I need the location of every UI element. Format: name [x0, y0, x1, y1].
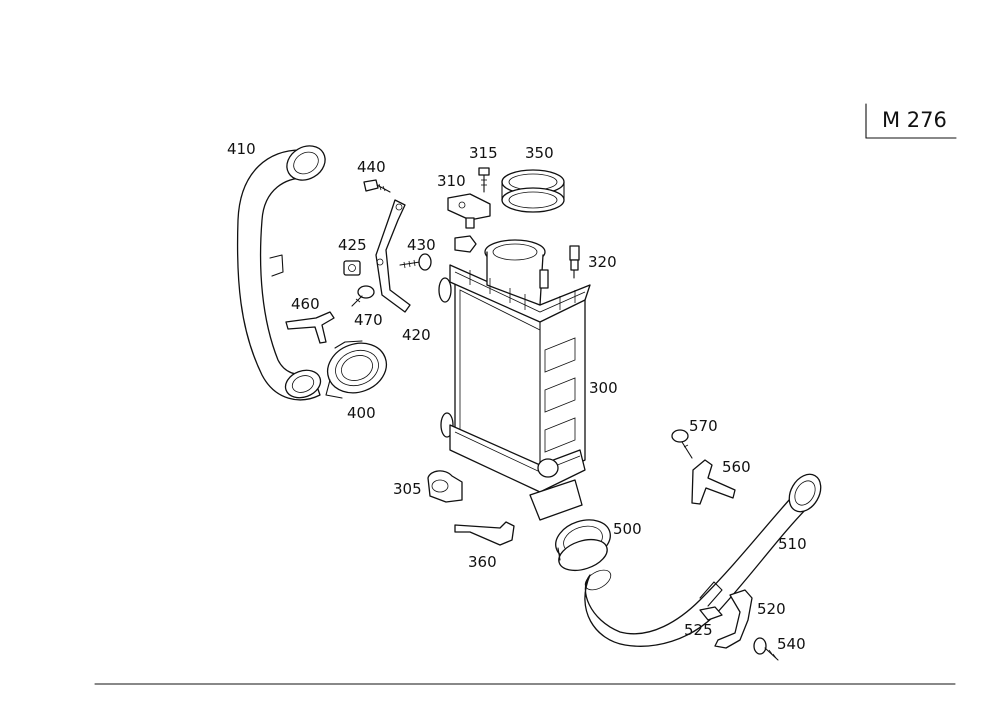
label-400: 400	[347, 404, 376, 422]
label-300: 300	[589, 379, 618, 397]
part-520-bracket[interactable]	[714, 589, 753, 649]
part-305-bracket[interactable]	[427, 470, 463, 503]
part-425-nut[interactable]	[343, 260, 361, 276]
part-510-charge-air-hose[interactable]	[582, 469, 827, 647]
label-570: 570	[689, 417, 718, 435]
part-560-bracket[interactable]	[691, 459, 736, 505]
part-500-hose-clamp[interactable]	[550, 513, 615, 576]
label-305: 305	[393, 480, 422, 498]
part-labels: 410 440 315 350 310 425 430 320 460 470 …	[227, 140, 807, 653]
part-470-bolt[interactable]	[351, 285, 375, 307]
label-320: 320	[588, 253, 617, 271]
part-420-bracket[interactable]	[375, 199, 411, 313]
label-350: 350	[525, 144, 554, 162]
label-425: 425	[338, 236, 367, 254]
part-300-sensor-mount[interactable]	[454, 235, 477, 253]
part-440-bolt[interactable]	[363, 179, 391, 193]
part-410-charge-air-hose[interactable]	[236, 139, 332, 402]
label-360: 360	[468, 553, 497, 571]
part-300-charge-air-cooler[interactable]	[438, 239, 591, 521]
label-410: 410	[227, 140, 256, 158]
label-500: 500	[613, 520, 642, 538]
part-460-bracket[interactable]	[285, 311, 335, 344]
label-420: 420	[402, 326, 431, 344]
part-315-screw[interactable]	[478, 167, 490, 193]
part-570-bolt[interactable]	[671, 429, 693, 459]
part-540-bolt[interactable]	[753, 637, 779, 661]
label-525: 525	[684, 621, 713, 639]
part-430-screw[interactable]	[399, 253, 432, 271]
label-510: 510	[778, 535, 807, 553]
part-360-bracket[interactable]	[454, 521, 515, 546]
label-540: 540	[777, 635, 806, 653]
label-470: 470	[354, 311, 383, 329]
label-310: 310	[437, 172, 466, 190]
label-560: 560	[722, 458, 751, 476]
part-310-pressure-sensor[interactable]	[447, 193, 491, 229]
model-code: M 276	[882, 108, 947, 132]
part-525-nut[interactable]	[699, 606, 723, 621]
label-460: 460	[291, 295, 320, 313]
part-320-temperature-sensor[interactable]	[569, 245, 580, 279]
part-350-sealing-ring[interactable]	[501, 169, 565, 213]
model-code-box: M 276	[865, 103, 957, 139]
part-400-hose-clamp[interactable]	[321, 335, 394, 401]
label-315: 315	[469, 144, 498, 162]
label-430: 430	[407, 236, 436, 254]
label-440: 440	[357, 158, 386, 176]
label-520: 520	[757, 600, 786, 618]
